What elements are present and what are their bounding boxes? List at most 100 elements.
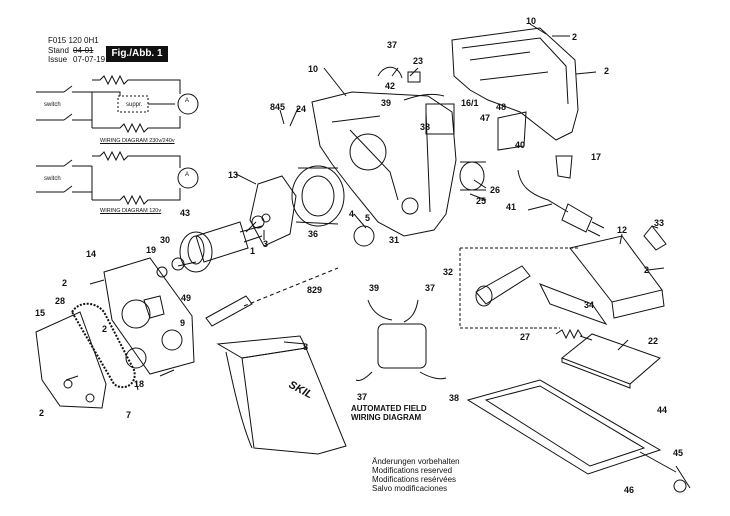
callout-38: 38 xyxy=(420,122,431,132)
callout-38: 38 xyxy=(449,393,460,403)
callout-2: 2 xyxy=(604,66,610,76)
platen-support xyxy=(569,235,665,319)
callout-2: 2 xyxy=(39,408,45,418)
callout-23: 23 xyxy=(413,56,424,66)
callout-4: 4 xyxy=(349,209,355,219)
toothed-belt xyxy=(70,302,136,389)
dust-bag xyxy=(216,335,347,455)
motor-symbol: A xyxy=(185,172,190,178)
callout-36: 36 xyxy=(308,229,319,239)
callout-8: 8 xyxy=(303,342,309,352)
gear-housing xyxy=(103,257,195,375)
callout-45: 45 xyxy=(673,448,684,458)
wiring-caption-120v: WIRING DIAGRAM 120v xyxy=(100,208,162,214)
field-wiring-line-1: AUTOMATED FIELD xyxy=(351,404,427,413)
document-number: F015 120 0H1 xyxy=(48,36,99,45)
housing-cover xyxy=(451,27,597,141)
callout-37: 37 xyxy=(357,392,368,402)
callout-10: 10 xyxy=(526,16,537,26)
callout-37: 37 xyxy=(387,40,398,50)
bearing xyxy=(171,257,185,271)
callout-28: 28 xyxy=(55,296,66,306)
sanding-frame xyxy=(466,379,662,475)
callout-5: 5 xyxy=(365,213,371,223)
bearing-shield xyxy=(249,175,297,247)
wiring-caption-230v: WIRING DIAGRAM 230v/240v xyxy=(100,138,175,144)
callout-15: 15 xyxy=(35,308,46,318)
callout-12: 12 xyxy=(617,225,628,235)
switch-part xyxy=(425,103,455,135)
spring xyxy=(555,328,583,340)
motor-symbol: A xyxy=(185,98,190,104)
stand-label: Stand xyxy=(48,46,69,55)
switch-label: switch xyxy=(44,176,61,182)
callout-27: 27 xyxy=(520,332,531,342)
switch-detail-box xyxy=(459,247,608,329)
note-line: Änderungen vorbehalten xyxy=(372,457,460,466)
callout-44: 44 xyxy=(657,405,668,415)
switch-label: switch xyxy=(44,102,61,108)
bearing xyxy=(261,213,271,223)
callout-16-1: 16/1 xyxy=(461,98,479,108)
callout-2: 2 xyxy=(62,278,68,288)
callout-14: 14 xyxy=(86,249,97,259)
callout-39: 39 xyxy=(381,98,392,108)
callout-845: 845 xyxy=(270,102,286,112)
callout-2: 2 xyxy=(102,324,108,334)
callout-34: 34 xyxy=(584,300,595,310)
wiring-diagram-230v xyxy=(36,74,199,134)
stand-value: 04-01 xyxy=(73,46,94,55)
tension-knob xyxy=(673,479,687,493)
armature xyxy=(187,221,263,265)
platen-pad xyxy=(561,333,661,389)
callout-33: 33 xyxy=(654,218,665,228)
power-cord xyxy=(517,169,569,213)
screw xyxy=(65,261,665,381)
suppressor-label: suppr. xyxy=(126,102,143,108)
pinion-shaft xyxy=(205,295,253,327)
fan xyxy=(179,231,213,273)
stator xyxy=(291,165,345,227)
callout-32: 32 xyxy=(443,267,454,277)
callout-41: 41 xyxy=(506,202,517,212)
callout-2: 2 xyxy=(572,32,578,42)
callout-31: 31 xyxy=(389,235,400,245)
callout-42: 42 xyxy=(385,81,396,91)
callout-10: 10 xyxy=(308,64,319,74)
callout-18: 18 xyxy=(134,379,145,389)
callout-37: 37 xyxy=(425,283,436,293)
callout-7: 7 xyxy=(126,410,132,420)
cord-clamp xyxy=(555,155,573,179)
callout-39: 39 xyxy=(369,283,380,293)
callout-47: 47 xyxy=(480,113,491,123)
main-housing xyxy=(311,91,457,237)
modification-notes: Änderungen vorbehalten Modifications res… xyxy=(372,457,460,493)
drive-gear xyxy=(353,225,375,247)
field-wiring-caption: AUTOMATED FIELD WIRING DIAGRAM xyxy=(351,404,427,422)
cord-plate xyxy=(497,111,527,151)
callout-2: 2 xyxy=(644,265,650,275)
bracket xyxy=(643,225,667,251)
note-line: Modifications resérvées xyxy=(372,475,457,484)
issue-value: 07-07-19 xyxy=(73,55,106,64)
callout-30: 30 xyxy=(160,235,171,245)
callout-48: 48 xyxy=(496,102,507,112)
callout-46: 46 xyxy=(624,485,635,495)
wiring-diagram-120v xyxy=(36,150,199,206)
callout-19: 19 xyxy=(146,245,157,255)
callout-49: 49 xyxy=(181,293,192,303)
callout-40: 40 xyxy=(515,140,526,150)
callout-22: 22 xyxy=(648,336,659,346)
tension-screw xyxy=(639,451,691,489)
callout-1: 1 xyxy=(250,246,256,256)
assembly-line xyxy=(243,267,339,307)
cable-part xyxy=(377,66,403,79)
callout-26: 26 xyxy=(490,185,501,195)
cable-clamp xyxy=(407,71,421,83)
callout-25: 25 xyxy=(476,196,487,206)
figure-label: Fig./Abb. 1 xyxy=(106,46,168,62)
pulley xyxy=(125,347,147,369)
plug xyxy=(561,203,605,237)
